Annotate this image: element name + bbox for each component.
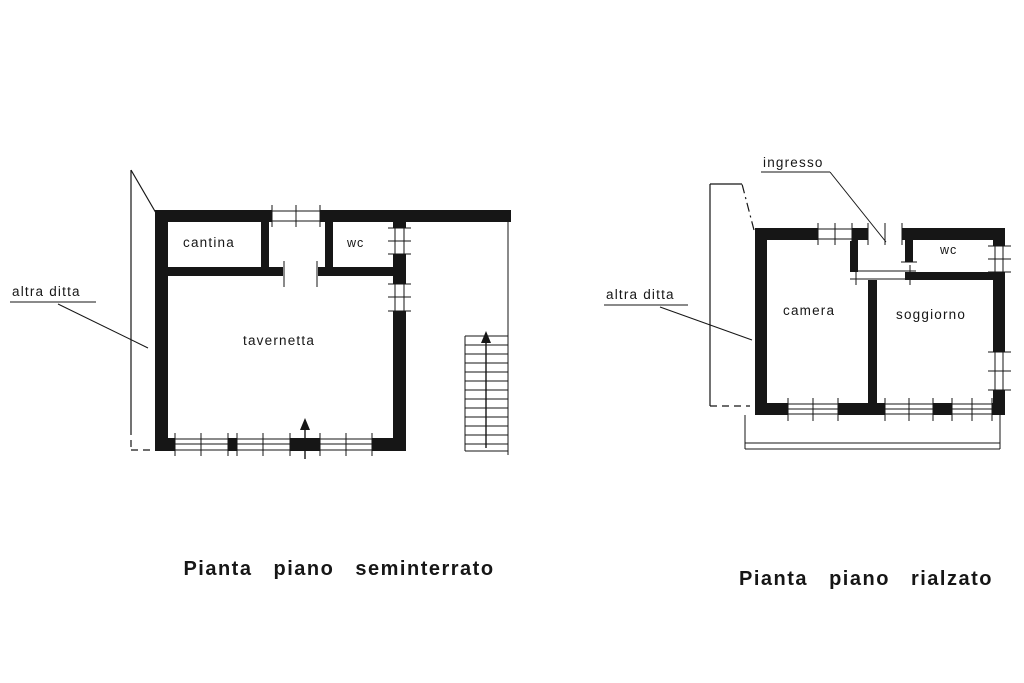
altra-ditta-leader-right (604, 304, 753, 341)
adjacent-property-outline-left (130, 169, 157, 451)
ingresso-annotation: ingresso (761, 155, 887, 243)
altra-ditta-annotation-left: altra ditta (10, 284, 149, 349)
seminterrato-window-right-1 (388, 227, 411, 255)
altra-ditta-label-left: altra ditta (12, 284, 81, 299)
rialzato-walls (755, 228, 1005, 415)
stairs-direction-arrow-icon (481, 331, 491, 448)
altra-ditta-annotation-right: altra ditta (604, 287, 753, 341)
rialzato-window-top (817, 223, 853, 245)
rialzato-plan: ingresso altra ditta camera soggiorno wc (604, 155, 1011, 450)
room-label-tavernetta: tavernetta (243, 333, 315, 348)
adjacent-property-outline-right (709, 183, 755, 407)
room-label-wc-rialzato: wc (939, 243, 957, 257)
entrance-arrow-icon (300, 418, 310, 459)
seminterrato-window-bottom-1 (174, 433, 229, 456)
room-label-soggiorno: soggiorno (896, 307, 966, 322)
seminterrato-window-bottom-3 (319, 433, 373, 456)
altra-ditta-label-right: altra ditta (606, 287, 675, 302)
seminterrato-window-bottom-2 (236, 433, 291, 456)
room-label-cantina: cantina (183, 235, 235, 250)
seminterrato-window-right-2 (388, 283, 411, 312)
seminterrato-interior-door (283, 261, 318, 287)
rialzato-window-right-2 (988, 351, 1011, 391)
rialzato-window-right-1 (988, 245, 1011, 273)
seminterrato-top-opening (271, 205, 321, 227)
seminterrato-plan: altra ditta cantina wc tavernetta (10, 169, 511, 459)
room-label-wc-seminterrato: wc (346, 236, 364, 250)
rialzato-terrace-outline (744, 415, 1001, 450)
ingresso-label: ingresso (763, 155, 824, 170)
rialzato-window-bottom-2 (884, 398, 934, 421)
rialzato-hall-doors (850, 261, 917, 285)
rialzato-window-bottom-3 (951, 398, 993, 421)
ingresso-leader (761, 171, 887, 243)
caption-rialzato: Pianta piano rialzato (739, 568, 993, 590)
seminterrato-staircase (464, 222, 509, 455)
rialzato-window-bottom-1 (787, 398, 839, 421)
caption-seminterrato: Pianta piano seminterrato (183, 558, 494, 580)
room-label-camera: camera (783, 303, 835, 318)
altra-ditta-leader-left (10, 301, 149, 349)
